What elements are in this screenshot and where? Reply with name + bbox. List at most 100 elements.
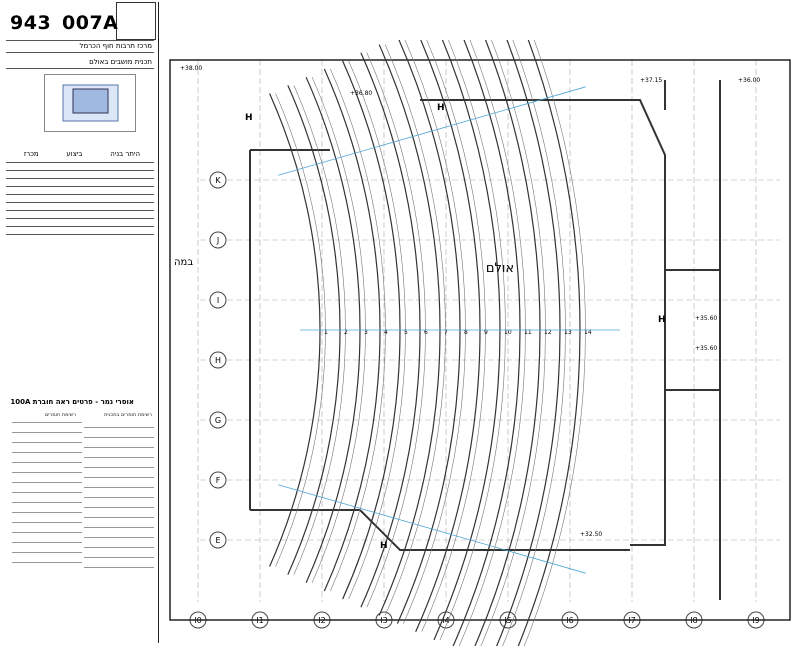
grid-label: J [216,236,219,245]
grid-label: F [216,476,221,485]
legend-sub-left: רשימת חומרים [44,412,76,418]
legend-item [84,557,154,558]
legend-item [12,462,82,463]
grid-bubble [209,531,227,549]
legend-item [84,447,154,448]
legend-item [84,527,154,528]
key-plan [44,74,136,132]
legend-item [84,537,154,538]
walls [169,59,791,621]
legend-item [12,442,82,443]
seat-row-number: 5 [404,329,408,336]
key-plan-icon [62,84,119,122]
hall-label: אולם [486,261,514,276]
grid-label: K [215,176,221,185]
grid-label: I [217,296,219,305]
title-block: 943 007A מרכז תרבות חוף הכרמל תכנית מושב… [4,2,159,643]
seat-row-number: 11 [524,329,532,336]
seat-row-number: 7 [444,329,448,336]
stage-label: במה [174,257,193,268]
seat-row-number: 3 [364,329,368,336]
revision-row [6,162,154,163]
seat-row [452,40,521,646]
legend-item [84,507,154,508]
legend-item [84,457,154,458]
legend-item [12,502,82,503]
legend-item [12,452,82,453]
elevation-label: +38.00 [180,65,202,72]
elevation-label: +36.80 [350,90,372,97]
legend-item [12,432,82,433]
legend-item [12,482,82,483]
seat-row-number: 1 [324,329,328,336]
legend-item [84,467,154,468]
elevation-label: +36.00 [738,77,760,84]
legend-item [12,522,82,523]
revision-row [6,202,154,203]
column-marker: H [245,113,253,123]
column-marker: H [380,541,388,551]
legend-item [12,532,82,533]
elevation-label: +32.50 [580,531,602,538]
option-item[interactable]: היתר בניה [110,150,141,158]
legend-item [12,562,82,563]
elevation-label: +35.60 [695,345,717,352]
seat-row [517,40,581,646]
grid-bubble [209,351,227,369]
revision-row [6,226,154,227]
revision-row [6,178,154,179]
plan-labels: אולם במה H H H H +36.00 +38.00 +37.15 +36.80 +35.6… [174,65,760,551]
elevation-label: +37.15 [640,77,662,84]
grid-bubble [209,411,227,429]
revision-row [6,218,154,219]
logo [116,2,156,40]
column-marker: H [437,103,445,113]
revision-row [6,194,154,195]
option-item[interactable]: ביצוע [66,150,83,158]
legend-item [12,492,82,493]
revision-row [6,234,154,235]
legend-item [84,437,154,438]
grid-label: G [215,416,221,425]
revision-row [6,170,154,171]
legend-sub-right: רשימת חומרים בתכנית [104,412,152,418]
legend-item [84,517,154,518]
revision-row [6,210,154,211]
grid-bubble [209,471,227,489]
grid-bubble [209,291,227,309]
seat-row-number: 12 [544,329,552,336]
seat-row-number: 2 [344,329,348,336]
option-item[interactable]: מכרז [23,150,39,158]
grid-bubble [209,171,227,189]
seat-row-number: 14 [584,329,592,336]
seat-row-number: 10 [504,329,512,336]
drawing-name: תכנית מושבים באולם [89,58,152,66]
grid-label: E [215,536,220,545]
seat-row-number: 13 [564,329,572,336]
legend-item [12,472,82,473]
column-marker: H [658,315,666,325]
legend-heading: אוסרי נמר - פרטים ראה חוברת 100A [10,398,134,406]
sheet-number-left: 943 [10,12,52,34]
legend-item [84,547,154,548]
seat-row-number: 9 [484,329,488,336]
legend-item [84,497,154,498]
seat-row-number: 4 [384,329,388,336]
issue-options: מכרז ביצוע היתר בניה [10,150,154,158]
aisle-line [278,484,586,574]
legend-item [12,542,82,543]
legend-item [84,487,154,488]
project-name: מרכז תרבות חוף הכרמל [79,42,152,50]
sheet-number-right: 007A [62,12,119,34]
seat-row-number: 6 [424,329,428,336]
legend-item [84,567,154,568]
seat-row-number: 8 [464,329,468,336]
legend-item [84,427,154,428]
legend-item [12,512,82,513]
elevation-label: +35.60 [695,315,717,322]
legend-item [12,552,82,553]
